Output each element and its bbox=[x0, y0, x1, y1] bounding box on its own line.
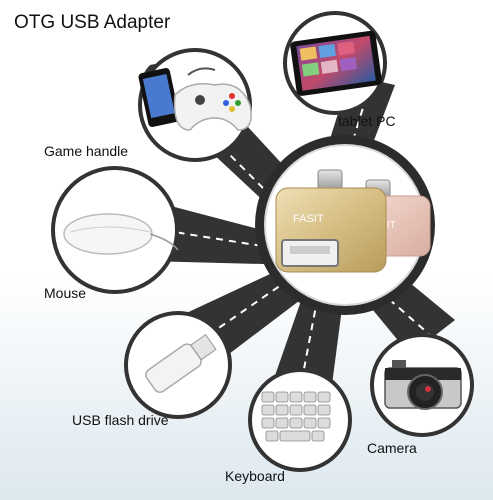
camera-image bbox=[370, 333, 474, 437]
otg-adapter-product: FASIT FASIT bbox=[275, 169, 431, 273]
label-keyboard: Keyboard bbox=[225, 468, 285, 484]
label-usb-flash-drive: USB flash drive bbox=[72, 412, 169, 428]
label-camera: Camera bbox=[367, 440, 417, 456]
label-game-handle: Game handle bbox=[44, 143, 129, 159]
tablet-pc-image bbox=[283, 11, 387, 115]
brand-front-text: FASIT bbox=[293, 213, 324, 225]
label-mouse: Mouse bbox=[44, 285, 87, 301]
mouse-image bbox=[51, 166, 179, 294]
keyboard-image bbox=[248, 368, 352, 472]
page-title: OTG USB Adapter bbox=[14, 12, 171, 33]
label-tablet-pc: tablet PC bbox=[338, 113, 396, 129]
game-handle-image bbox=[138, 48, 252, 162]
usb-flash-drive-image bbox=[124, 311, 232, 419]
